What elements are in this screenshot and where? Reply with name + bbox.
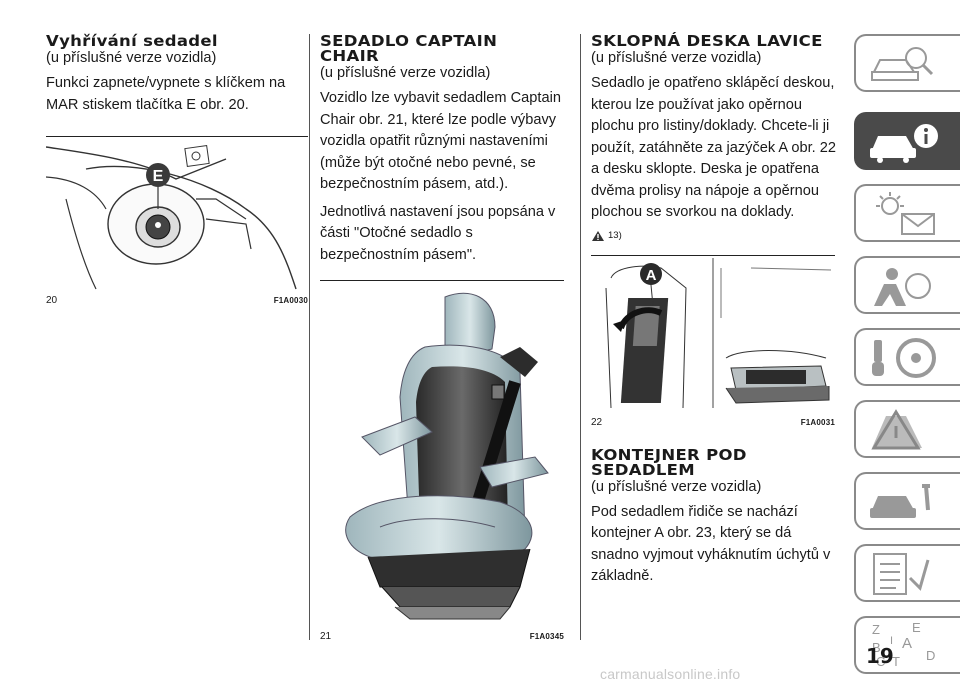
subtitle-version: (u příslušné verze vozidla)	[591, 50, 762, 66]
airbag-person-icon	[874, 268, 931, 306]
index-letter: E	[912, 620, 921, 635]
index-letter: I	[890, 635, 893, 647]
folding-table-illustration: A	[605, 257, 832, 408]
captain-chair-illustration	[345, 292, 549, 620]
figure-21: 21 F1A0345	[320, 280, 564, 644]
column-folding-table: SKLOPNÁ DESKA LAVICE (u příslušné verze …	[591, 0, 843, 588]
warning-ref-text: 13)	[608, 230, 622, 241]
sidebar-item-lights-mail[interactable]	[854, 184, 960, 242]
column-captain-chair: SEDADLO CAPTAIN CHAIR (u příslušné verze…	[320, 0, 570, 644]
sidebar-item-key-wheel[interactable]	[854, 328, 960, 386]
heading-seat-heating: Vyhřívání sedadel	[46, 32, 218, 50]
column-divider	[309, 34, 310, 640]
index-letter: D	[926, 648, 935, 663]
figure-code: F1A0345	[529, 632, 564, 641]
index-letter: B	[872, 640, 881, 655]
subtitle-version: (u příslušné verze vozidla)	[591, 478, 762, 495]
warning-reference: 13)	[591, 230, 843, 242]
sidebar-item-checklist[interactable]	[854, 544, 960, 602]
checklist-icon	[873, 553, 930, 595]
figure-number: 22	[591, 416, 603, 428]
subtitle-version: (u příslušné verze vozidla)	[320, 65, 491, 81]
car-wrench-icon	[870, 484, 930, 518]
index-letter: C	[876, 654, 885, 669]
figure-number: 20	[46, 295, 58, 306]
footer-watermark: carmanualsonline.info	[600, 666, 741, 682]
page-number: 19	[866, 644, 894, 668]
index-letter: T	[892, 654, 900, 669]
figure-22: A 22 F1A0031	[591, 254, 835, 430]
callout-e: E	[153, 168, 164, 185]
figure-number: 21	[320, 631, 332, 642]
sidebar-item-road-warning[interactable]	[854, 400, 960, 458]
car-search-icon	[871, 47, 934, 81]
column-divider	[580, 34, 581, 640]
heading-folding-table: SKLOPNÁ DESKA LAVICE	[591, 32, 823, 50]
callout-a: A	[646, 267, 657, 284]
body-captain-chair-1: Vozidlo lze vybavit sedadlem Captain Cha…	[320, 90, 561, 192]
index-letter: A	[902, 635, 912, 652]
road-warning-icon	[871, 409, 922, 450]
figure-code: F1A0031	[800, 417, 835, 427]
body-captain-chair-2: Jednotlivá nastavení jsou popsána v část…	[320, 203, 556, 263]
sidebar-item-index[interactable]: Z E A B C T D I	[854, 616, 960, 674]
sidebar-item-car-wrench[interactable]	[854, 472, 960, 530]
column-seat-heating: Vyhřívání sedadel (u příslušné verze voz…	[46, 0, 308, 308]
seat-heating-button-illustration: E	[46, 144, 297, 290]
sidebar-item-car-search[interactable]	[854, 34, 960, 92]
figure-20: E 20 F1A0030	[46, 136, 308, 308]
warning-triangle-icon	[592, 230, 604, 241]
heading-container-1: KONTEJNER POD	[591, 445, 747, 464]
sidebar-item-car-info[interactable]	[854, 112, 960, 170]
subtitle-version: (u příslušné verze vozidla)	[46, 50, 217, 66]
sidebar-item-airbag[interactable]	[854, 256, 960, 314]
index-letter: Z	[872, 622, 880, 637]
body-folding-table: Sedadlo je opatřeno sklápěcí deskou, kte…	[591, 75, 837, 220]
key-steering-wheel-icon	[872, 338, 936, 378]
figure-code: F1A0030	[273, 296, 308, 305]
alphabet-index-icon: Z E A B C T D I	[872, 620, 935, 669]
body-seat-heating: Funkci zapnete/vypnete s klíčkem na MAR …	[46, 75, 286, 113]
body-container: Pod sedadlem řidiče se nachází kontejner…	[591, 503, 831, 585]
heading-container-2: SEDADLEM	[591, 460, 695, 479]
warning-lights-mail-icon	[876, 192, 935, 235]
car-info-icon	[870, 124, 938, 163]
heading-captain-chair-1: SEDADLO CAPTAIN	[320, 32, 498, 50]
heading-captain-chair-2: CHAIR	[320, 47, 380, 65]
